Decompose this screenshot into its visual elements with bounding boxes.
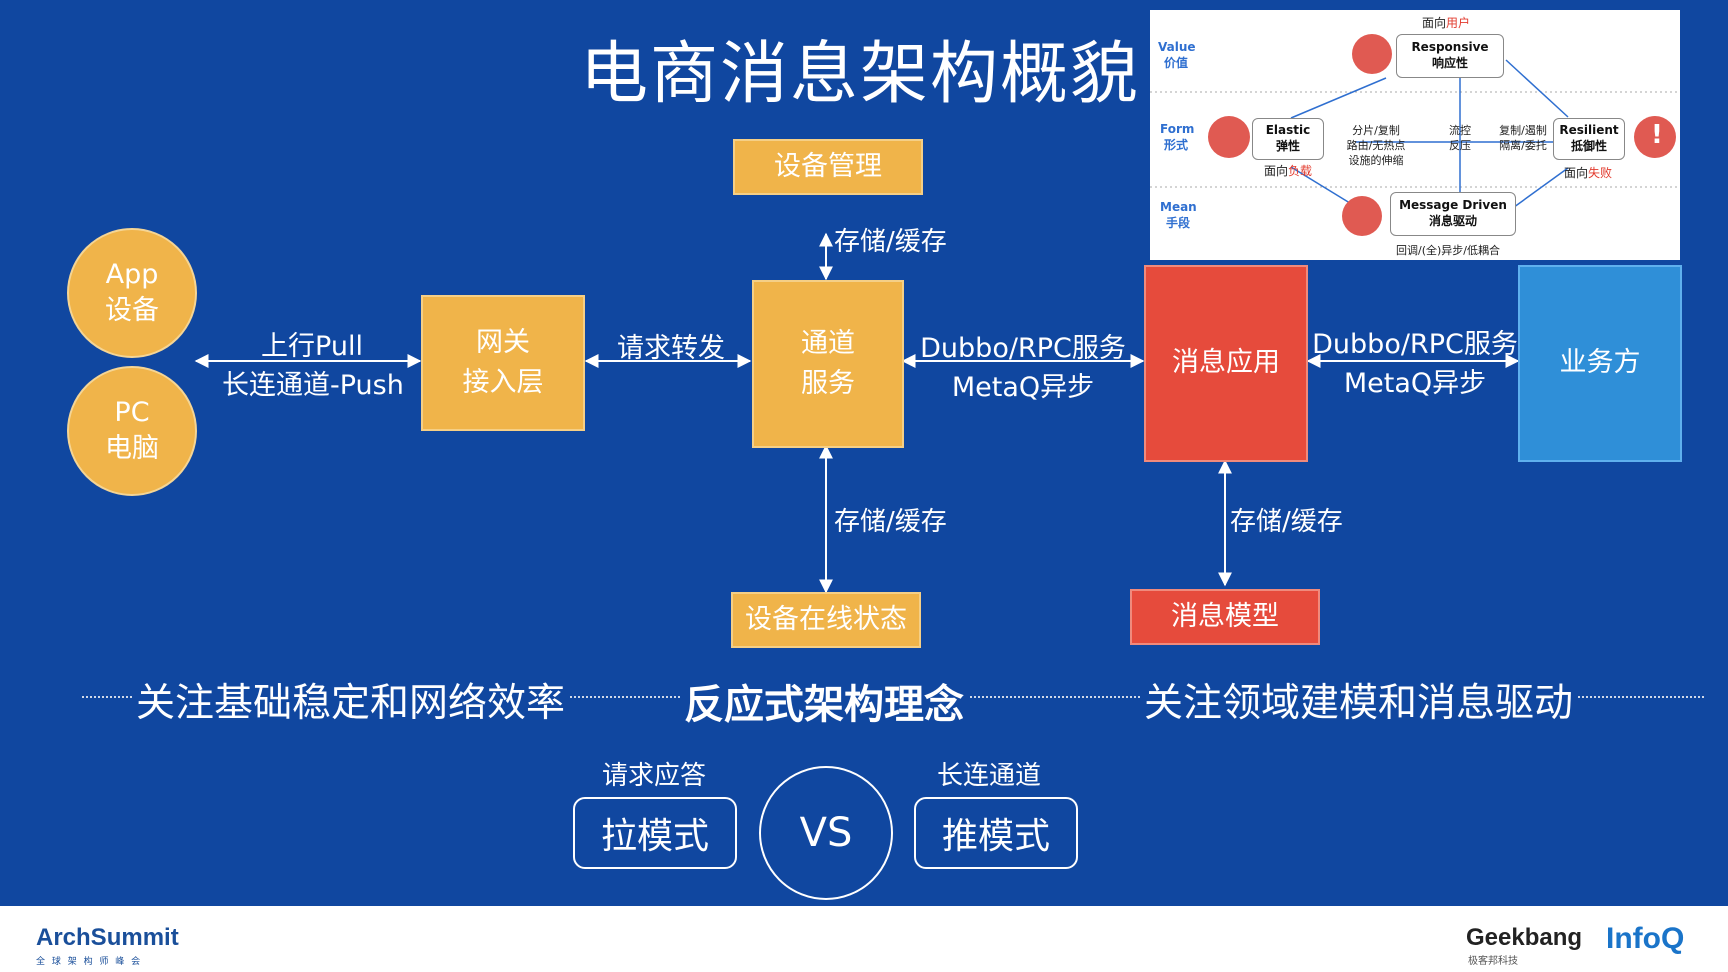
message-app-node: 消息应用 [1144,265,1308,462]
flow-notes: 流控反压 [1449,124,1471,152]
gateway-channel-label: 请求转发 [617,333,725,364]
message-model-node: 消息模型 [1130,589,1320,645]
app-down-label: 存储/缓存 [1230,507,1343,537]
push-mode-box: 推模式 [914,797,1078,869]
right-focus-label: 关注领域建模和消息驱动 [1140,672,1578,728]
device-label: 设备 [105,295,159,326]
business-node: 业务方 [1518,265,1682,462]
vs-circle: VS [759,766,893,900]
inset-bottom-caption: 回调/(全)异步/低耦合 [1396,244,1500,257]
user-icon [1352,34,1392,74]
infoq-logo: InfoQ [1606,922,1685,955]
page-title: 电商消息架构概貌 [580,35,1141,114]
gateway-node: 网关接入层 [421,295,585,431]
device-online-node: 设备在线状态 [731,592,921,648]
elastic-notes: 分片/复制路由/无热点设施的伸缩 [1346,124,1406,167]
app-device-node: App 设备 [67,228,197,358]
channel-up-label: 存储/缓存 [834,227,947,257]
reactive-label: 反应式架构理念 [680,672,968,730]
pull-caption: 请求应答 [601,761,706,791]
inset-lines [1150,59,1680,211]
archsummit-subtitle: 全 球 架 构 师 峰 会 [36,957,143,967]
mail-icon [1342,196,1382,236]
left-focus-label: 关注基础稳定和网络效率 [132,672,570,728]
fail-caption: 面向失败 [1564,166,1613,180]
device-management-node: 设备管理 [733,139,923,195]
pull-mode-box: 拉模式 [573,797,737,869]
footer-bar: ArchSummit 全 球 架 构 师 峰 会 Geekbang 极客邦科技 … [0,906,1728,972]
warning-mark: ! [1651,120,1663,150]
push-caption: 长连通道 [936,761,1041,791]
pc-node: PC 电脑 [67,366,197,496]
elastic-icon [1208,116,1250,158]
app-label: App [105,258,159,290]
channel-service-node: 通道服务 [752,280,904,448]
inset-top-caption: 面向用户 [1422,16,1471,30]
resilient-notes: 复制/遏制隔离/委托 [1499,124,1547,152]
computer-label: 电脑 [105,433,159,464]
warning-icon [1634,116,1676,158]
load-caption: 面向负载 [1264,164,1313,178]
geekbang-logo: Geekbang [1466,924,1583,951]
pc-label: PC [114,396,150,428]
channel-down-label: 存储/缓存 [834,507,947,537]
archsummit-logo: ArchSummit [36,924,179,951]
geekbang-subtitle: 极客邦科技 [1468,956,1518,967]
